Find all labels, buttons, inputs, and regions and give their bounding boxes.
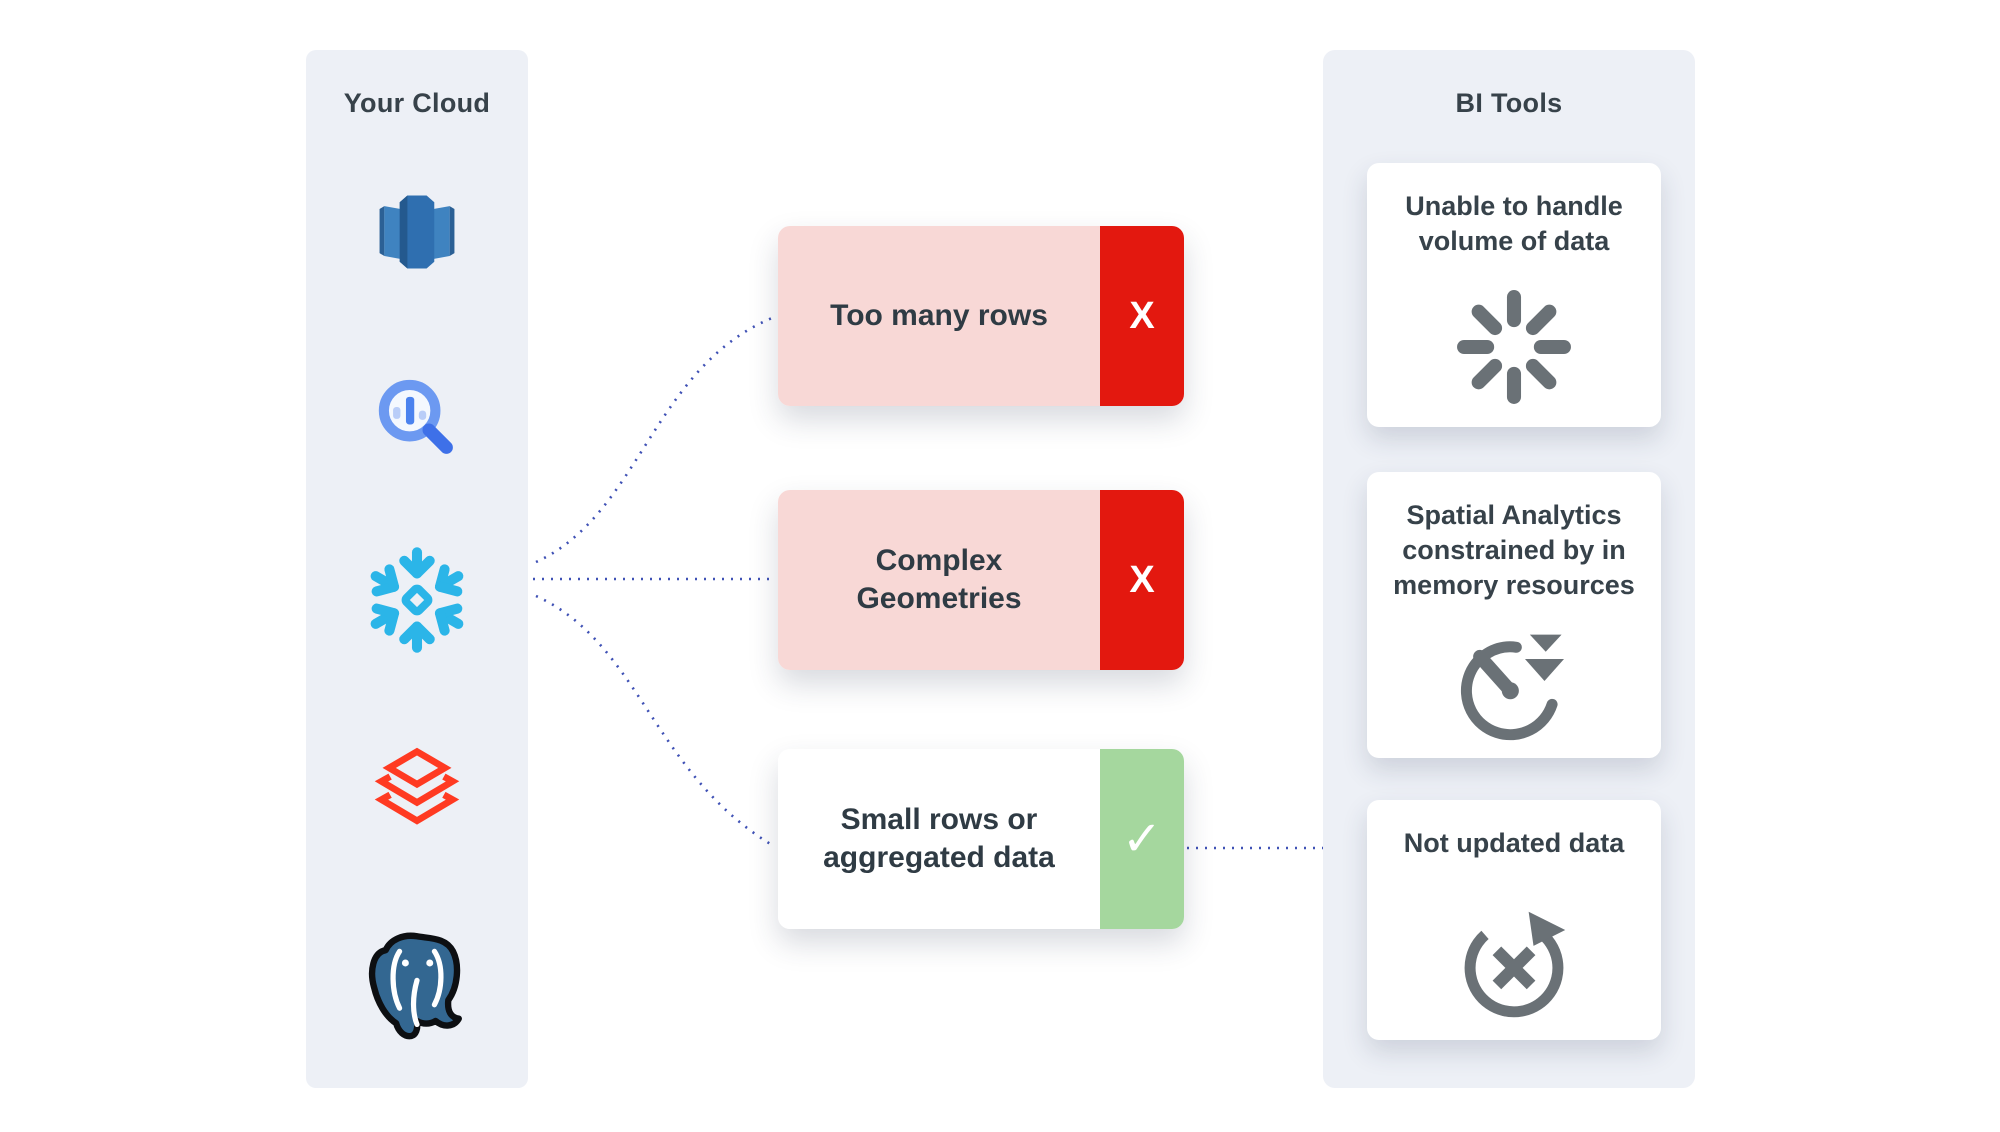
x-mark-icon: X xyxy=(1129,294,1155,337)
fail-strip: X xyxy=(1100,490,1184,670)
issue-label: Too many rows xyxy=(830,298,1048,332)
connector-snowflake-to-small-rows xyxy=(535,594,773,847)
bi-card-title: Spatial Analytics constrained by in memo… xyxy=(1393,500,1635,601)
bi-card-volume: Unable to handle volume of data xyxy=(1367,163,1661,427)
bi-card-not-updated: Not updated data xyxy=(1367,800,1661,1040)
issue-box-complex-geometries: Complex Geometries X xyxy=(778,490,1184,670)
bigquery-icon xyxy=(378,379,453,454)
fail-strip: X xyxy=(1100,226,1184,406)
issue-label: Small rows or aggregated data xyxy=(823,802,1055,874)
snowflake-icon xyxy=(370,547,464,653)
connector-snowflake-to-too-many-rows xyxy=(535,316,773,564)
redshift-icon xyxy=(379,195,455,269)
bi-card-spatial: Spatial Analytics constrained by in memo… xyxy=(1367,472,1661,758)
issue-label-area: Complex Geometries xyxy=(778,490,1100,670)
postgresql-icon xyxy=(368,932,462,1040)
databricks-icon xyxy=(374,747,460,825)
bi-tools-title: BI Tools xyxy=(1455,88,1563,118)
issue-label-area: Too many rows xyxy=(778,226,1100,406)
your-cloud-title: Your Cloud xyxy=(343,88,491,118)
check-mark-icon: ✓ xyxy=(1121,813,1163,866)
issue-label-area: Small rows or aggregated data xyxy=(778,749,1100,929)
pass-strip: ✓ xyxy=(1100,749,1184,929)
bi-card-title: Unable to handle volume of data xyxy=(1405,191,1623,257)
x-mark-icon: X xyxy=(1129,558,1155,601)
gauge-icon xyxy=(1460,634,1565,741)
spinner-icon xyxy=(1457,290,1571,404)
your-cloud-panel: Your Cloud xyxy=(306,50,528,1088)
bi-card-title: Not updated data xyxy=(1403,828,1625,858)
issue-label: Complex Geometries xyxy=(856,543,1022,615)
issue-box-too-many-rows: Too many rows X xyxy=(778,226,1184,406)
issue-box-small-rows: Small rows or aggregated data ✓ xyxy=(778,749,1184,929)
refresh-x-icon xyxy=(1464,911,1566,1018)
